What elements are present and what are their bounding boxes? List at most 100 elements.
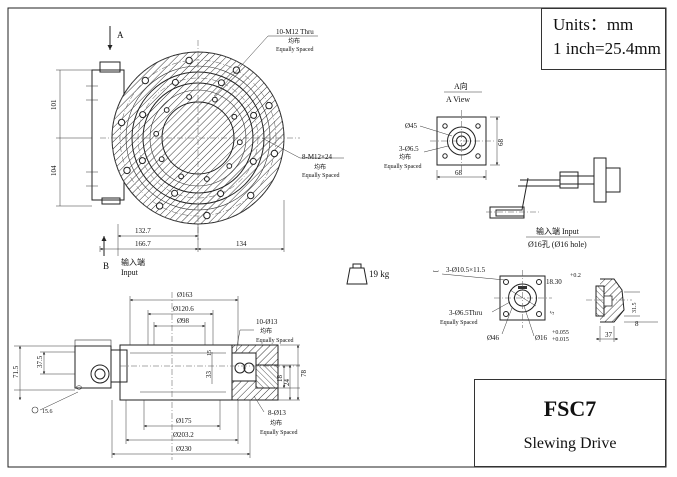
inner-bolt-hole (250, 111, 258, 119)
housing-cap-bottom (101, 197, 121, 205)
dim-24: 24 (283, 379, 291, 387)
a-view-holes-1: 3-Ø6.5 (399, 145, 419, 153)
dim-33: 33 (205, 371, 213, 379)
dim-18: 18 (276, 375, 284, 383)
dim-phi175: Ø175 (176, 417, 192, 425)
inner-bolt-hole (171, 78, 179, 86)
weight-icon (346, 263, 368, 285)
hole-callout-top-1: 10-M12 Thru (276, 28, 314, 36)
dim-78: 78 (300, 370, 308, 378)
a-view-title-cn: A向 (454, 81, 468, 91)
bore-bolt-hole (178, 173, 185, 180)
counterbore-callout: 3-Ø10.5×11.5 (446, 266, 486, 274)
input-flange-view: ⌴ (433, 266, 552, 328)
input-label-en: Input (121, 268, 139, 277)
dim-phi16: Ø16 (535, 334, 548, 342)
input-section (586, 278, 632, 323)
input-label-cn: 输入端 (121, 257, 145, 267)
weight-value: 19 kg (369, 269, 390, 279)
a-view-holes-3: Equally Spaced (384, 164, 422, 170)
outer-bolt-hole (247, 191, 255, 200)
holes-top-3: Equally Spaced (256, 338, 294, 344)
a-view-phi45: Ø45 (405, 122, 418, 130)
hole-callout-right-3: Equally Spaced (302, 173, 340, 179)
dim-phi46: Ø46 (487, 334, 500, 342)
outer-bolt-hole (141, 76, 150, 85)
svg-text:⌴: ⌴ (433, 266, 439, 274)
inner-bolt-hole (217, 190, 225, 198)
outer-bolt-hole (270, 149, 279, 158)
a-view: A向 A View (430, 81, 494, 172)
bore-bolt-hole (186, 94, 193, 100)
outer-bolt-hole (123, 166, 131, 175)
dim-132-7: 132.7 (135, 227, 151, 235)
inner-bolt-hole (249, 157, 257, 165)
dim-18-30: 18.30 (546, 278, 562, 286)
holes-top-1: 10-Ø13 (256, 318, 278, 326)
holes-bot-3: Equally Spaced (260, 430, 298, 436)
outer-bolt-hole (232, 66, 241, 74)
bore-bolt-hole (231, 113, 238, 120)
outer-bolt-hole (185, 56, 193, 65)
units-line-2: 1 inch=25.4mm (553, 39, 661, 58)
units-box: Units：mm 1 inch=25.4mm (541, 8, 666, 70)
svg-text:⬭: ⬭ (76, 384, 82, 392)
dim-37-5: 37.5 (36, 355, 44, 368)
dim-166-7: 166.7 (135, 240, 151, 248)
inner-bolt-hole (171, 189, 179, 197)
input-detail-label-2: Ø16孔 (Ø16 hole) (528, 240, 587, 249)
dim-phi230: Ø230 (176, 445, 192, 453)
bore-bolt-hole (163, 107, 170, 113)
dim-71-5: 71.5 (12, 365, 20, 378)
a-view-dim-68-h: 68 (455, 169, 463, 177)
hole-callout-right-1: 8-M12×24 (302, 153, 333, 161)
view-b-letter: B (103, 261, 109, 271)
dim-37: 37 (605, 331, 613, 339)
dim-134: 134 (236, 240, 247, 248)
dim-phi98: Ø98 (177, 317, 190, 325)
outer-bolt-hole (117, 118, 126, 127)
dim-phi120-6: Ø120.6 (173, 305, 194, 313)
dim-15-6: 15.6 (42, 409, 53, 415)
inner-bolt-hole (217, 79, 225, 87)
dim-8: 8 (635, 320, 639, 328)
holes-bot-1: 8-Ø13 (268, 409, 286, 417)
hole-callout-right-2: 均布 (314, 163, 326, 171)
dim-31-5: 31.5 (632, 303, 638, 314)
title-block: FSC7 Slewing Drive (474, 379, 666, 467)
front-view (86, 40, 300, 240)
outer-bolt-hole (203, 211, 211, 220)
dim-5: 5 (550, 310, 557, 316)
bore-bolt-hole (236, 139, 243, 146)
a-view-holes-2: 均布 (399, 153, 411, 161)
tol-low: +0.015 (552, 337, 569, 343)
tol-up: +0.055 (552, 330, 569, 336)
dim-104: 104 (50, 165, 58, 176)
inner-bolt-hole (138, 157, 146, 165)
sheet-border (7, 7, 667, 468)
view-a-letter: A (117, 30, 124, 40)
housing-cap-top (99, 61, 121, 73)
units-line-1: Units：mm (553, 15, 634, 34)
bore-bolt-hole (226, 163, 233, 169)
product-name: Slewing Drive (523, 435, 617, 452)
input-detail-label-1: 输入端 Input (536, 226, 580, 236)
dim-18-30-tol: +0.2 (570, 273, 581, 279)
outer-bolt-hole (155, 202, 164, 210)
section-view (74, 292, 300, 460)
input-holes-2: Equally Spaced (440, 320, 478, 326)
hole-callout-top-2: 均布 (288, 37, 300, 45)
hole-callout-top-3: Equally Spaced (276, 47, 314, 53)
bore-bolt-hole (204, 176, 210, 182)
inner-flange (142, 82, 254, 194)
outer-bolt-hole (265, 101, 273, 110)
inner-ring (131, 71, 265, 205)
bore-bolt-hole (153, 130, 160, 137)
a-view-title-en: A View (446, 95, 470, 104)
holes-top-2: 均布 (260, 327, 272, 335)
dim-phi163: Ø163 (177, 291, 193, 299)
dim-15: 15 (207, 350, 213, 356)
model-name: FSC7 (543, 396, 597, 421)
